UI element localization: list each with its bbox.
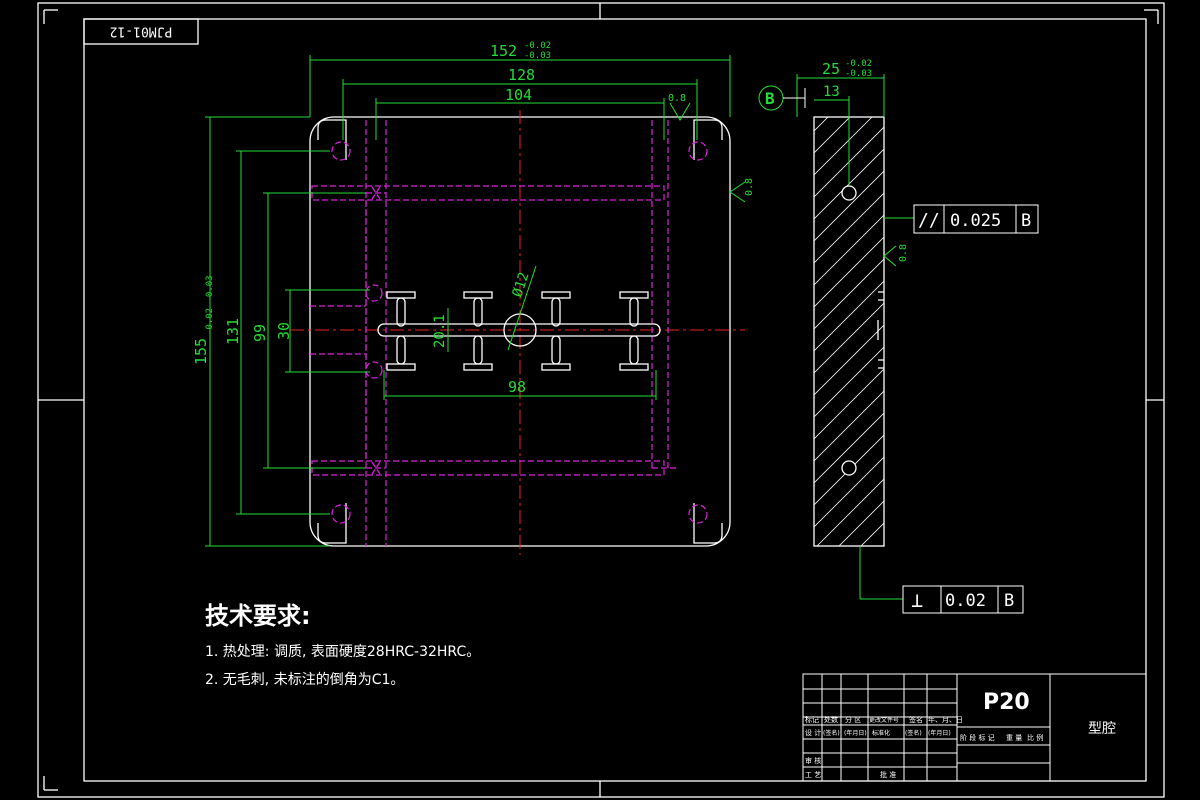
hatch-line bbox=[814, 192, 884, 264]
parallel-frame bbox=[913, 204, 1039, 234]
hatch-line bbox=[814, 611, 884, 681]
perpendicular-symbol: ⊥ bbox=[911, 588, 923, 612]
drawing-number: PJM01-12 bbox=[110, 24, 173, 39]
tb-label-date: 年、月、日 bbox=[928, 715, 963, 724]
parallel-datum: B bbox=[1021, 211, 1031, 231]
tb-scale: 比 例 bbox=[1027, 733, 1043, 742]
hatch-line bbox=[814, 170, 884, 242]
tb-label-zone: 分 区 bbox=[845, 715, 861, 724]
perpendicular-datum: B bbox=[1004, 591, 1014, 611]
parallel-value: 0.025 bbox=[950, 211, 1001, 231]
tb-review: 审 核 bbox=[805, 756, 821, 765]
dimensions: 152 -0.02 -0.03 128 104 155 -0.02 -0.03 … bbox=[192, 41, 755, 547]
plate-outline bbox=[309, 116, 731, 547]
hatch-line bbox=[814, 412, 884, 484]
tb-design-date: (年月日) bbox=[844, 729, 867, 737]
tb-label-sign: 签名 bbox=[909, 715, 923, 724]
dim-width-tol-lower: -0.03 bbox=[524, 51, 551, 61]
tb-design: 设 计 bbox=[805, 728, 821, 737]
tb-label-marker: 标记 bbox=[805, 715, 819, 724]
dim-width-128: 128 bbox=[508, 66, 535, 84]
side-view: 25 -0.02 -0.03 13 0.8 B // 0.025 B ⊥ 0.0… bbox=[758, 59, 1039, 725]
tb-design-sign: (签名) bbox=[823, 729, 840, 737]
side-hole-top bbox=[841, 185, 857, 201]
side-hole-bottom bbox=[841, 460, 857, 476]
tb-standard: 标准化 bbox=[872, 729, 890, 737]
hatch-line bbox=[860, 522, 884, 546]
dim-width-104: 104 bbox=[505, 86, 532, 104]
perpendicular-frame bbox=[902, 585, 1024, 614]
tb-stage: 阶 段 标 记 bbox=[960, 733, 995, 742]
datum-label: B bbox=[765, 89, 775, 108]
tech-requirement-2: 2. 无毛刺, 未标注的倒角为C1。 bbox=[205, 672, 404, 688]
dim-height-131: 131 bbox=[224, 318, 242, 345]
hatch-line bbox=[814, 346, 884, 418]
hatch-line bbox=[814, 302, 884, 374]
hatch-line bbox=[814, 258, 884, 330]
hatch-line bbox=[814, 324, 884, 396]
plan-view: 152 -0.02 -0.03 128 104 155 -0.02 -0.03 … bbox=[192, 41, 755, 555]
dim-width-tol-upper: -0.02 bbox=[524, 41, 551, 51]
title-block: P20 型腔 标记 处数 分 区 更改文件号 签名 年、月、日 设 计 (签名)… bbox=[802, 673, 1147, 782]
dim-thickness-tol-upper: -0.02 bbox=[845, 59, 872, 69]
hatch-line bbox=[814, 236, 884, 308]
roughness-side: 0.8 bbox=[898, 244, 909, 262]
dim-height-99: 99 bbox=[251, 324, 269, 342]
tb-standard-date: (年月日) bbox=[928, 729, 951, 737]
tb-process: 工 艺 bbox=[805, 771, 821, 779]
hatch-line bbox=[814, 214, 884, 286]
tech-requirements-title: 技术要求: bbox=[205, 602, 311, 630]
dim-height-tol: -0.02 -0.03 bbox=[205, 275, 215, 335]
hatch-line bbox=[838, 500, 884, 546]
tb-approve: 批 准 bbox=[880, 770, 896, 779]
title-part-name: 型腔 bbox=[1088, 721, 1116, 737]
hatch-line bbox=[814, 390, 884, 462]
dim-13: 13 bbox=[823, 84, 840, 100]
hatch-line bbox=[814, 456, 884, 528]
dim-diameter-12: Ø12 bbox=[510, 270, 533, 299]
perpendicular-value: 0.02 bbox=[945, 591, 986, 611]
dim-20-1: 20.1 bbox=[432, 314, 448, 348]
hatch-line bbox=[882, 544, 884, 546]
roughness-top: 0.8 bbox=[668, 93, 686, 104]
dim-height-30: 30 bbox=[275, 322, 293, 340]
hatch-line bbox=[814, 280, 884, 352]
dim-height-total: 155 bbox=[192, 338, 210, 365]
dim-thickness: 25 bbox=[822, 60, 840, 78]
cavity-slots bbox=[386, 291, 649, 371]
tb-standard-sign: (签名) bbox=[905, 729, 922, 737]
hatch-line bbox=[814, 117, 829, 132]
runner-system bbox=[377, 291, 661, 371]
hidden-cooling-channels bbox=[310, 120, 708, 546]
tb-weight: 重 量 bbox=[1006, 734, 1022, 742]
dim-width-total: 152 bbox=[490, 42, 517, 60]
tech-requirements: 技术要求: 1. 热处理: 调质, 表面硬度28HRC-32HRC。 2. 无毛… bbox=[205, 602, 480, 688]
sheet-frame bbox=[37, 2, 1165, 798]
hatch-line bbox=[814, 633, 884, 703]
hatch-line bbox=[814, 368, 884, 440]
drawing-number-box: PJM01-12 bbox=[83, 18, 199, 45]
tb-label-change: 更改文件号 bbox=[869, 716, 899, 724]
tech-requirement-1: 1. 热处理: 调质, 表面硬度28HRC-32HRC。 bbox=[205, 644, 480, 660]
hatch-line bbox=[814, 655, 884, 725]
dim-thickness-tol-lower: -0.03 bbox=[845, 69, 872, 79]
title-material: P20 bbox=[983, 690, 1030, 715]
hatch-line bbox=[816, 478, 884, 546]
hatch-line bbox=[814, 567, 884, 637]
dim-98: 98 bbox=[508, 378, 526, 396]
parallel-symbol: // bbox=[918, 210, 940, 231]
tb-label-count: 处数 bbox=[824, 715, 838, 724]
roughness-right: 0.8 bbox=[744, 178, 755, 196]
